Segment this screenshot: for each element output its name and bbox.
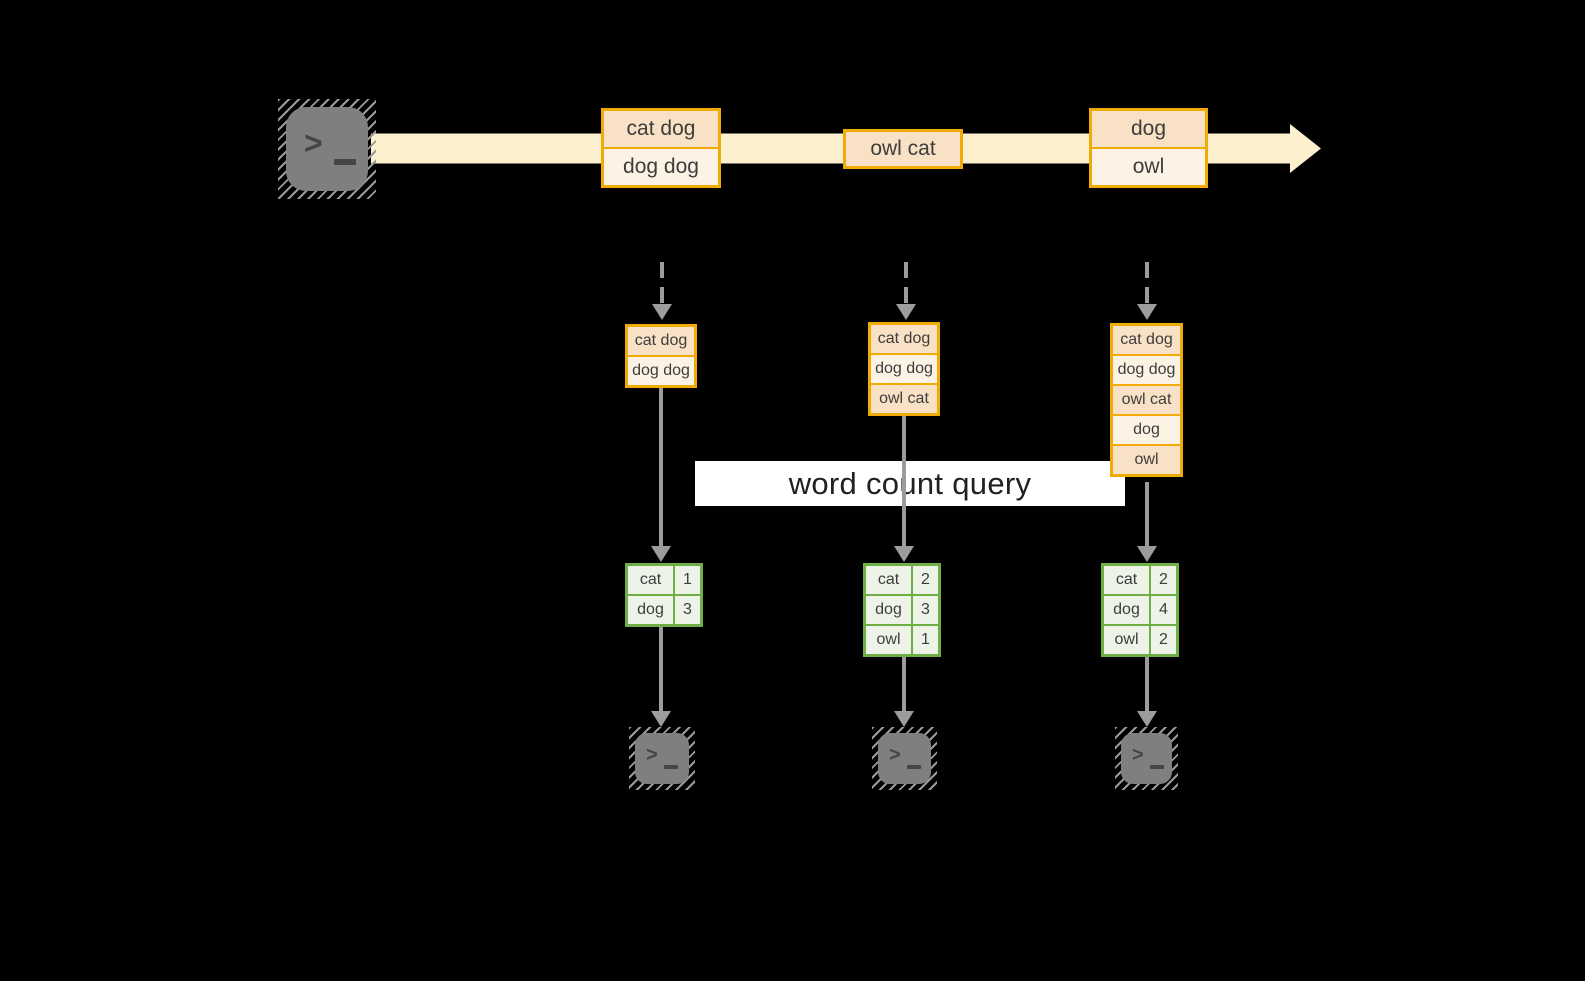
cursor-icon [907,765,921,769]
count-value: 4 [1151,596,1176,624]
count-word: cat [866,566,911,594]
window-record: cat dog [1113,326,1180,354]
count-value: 3 [675,596,700,624]
count-word: owl [866,626,911,654]
terminal-body: > [286,107,368,191]
window-box-3: cat dog dog dog owl cat dog owl [1110,323,1183,477]
count-word: owl [1104,626,1149,654]
stream-record: owl [1092,147,1205,185]
window-record: owl cat [871,383,937,413]
window-record: cat dog [628,327,694,355]
count-table-3: cat 2 dog 4 owl 2 [1101,563,1179,657]
window-record: dog dog [871,353,937,383]
window-box-2: cat dog dog dog owl cat [868,322,940,416]
query-label-band: word count query [695,461,1125,506]
window-box-1: cat dog dog dog [625,324,697,388]
count-value: 2 [913,566,938,594]
count-word: dog [1104,596,1149,624]
terminal-body: > [878,733,931,784]
sink-terminal-icon-3: > [1115,727,1178,790]
stream-batch-2: owl cat [843,129,963,169]
stream-batch-1: cat dog dog dog [601,108,721,188]
stream-record: dog dog [604,147,718,185]
count-value: 1 [675,566,700,594]
window-record: dog dog [628,355,694,385]
count-word: cat [1104,566,1149,594]
window-record: dog dog [1113,354,1180,384]
prompt-icon: > [889,744,901,766]
stream-batch-3: dog owl [1089,108,1208,188]
cursor-icon [664,765,678,769]
count-value: 1 [913,626,938,654]
count-value: 2 [1151,626,1176,654]
count-word: dog [866,596,911,624]
query-label: word count query [788,465,1032,501]
window-record: dog [1113,414,1180,444]
prompt-icon: > [646,744,658,766]
prompt-icon: > [304,125,323,161]
window-record: owl cat [1113,384,1180,414]
window-record: owl [1113,444,1180,474]
stream-record: cat dog [604,111,718,147]
count-value: 2 [1151,566,1176,594]
cursor-icon [1150,765,1164,769]
count-value: 3 [913,596,938,624]
terminal-body: > [635,733,689,784]
count-word: dog [628,596,673,624]
count-table-1: cat 1 dog 3 [625,563,703,627]
window-record: cat dog [871,325,937,353]
terminal-body: > [1121,733,1172,784]
count-table-2: cat 2 dog 3 owl 1 [863,563,941,657]
prompt-icon: > [1132,744,1144,766]
stream-record: owl cat [846,132,960,166]
sink-terminal-icon-2: > [872,727,937,790]
source-terminal-icon: > [278,99,376,199]
sink-terminal-icon-1: > [629,727,695,790]
cursor-icon [334,159,356,165]
count-word: cat [628,566,673,594]
stream-record: dog [1092,111,1205,147]
